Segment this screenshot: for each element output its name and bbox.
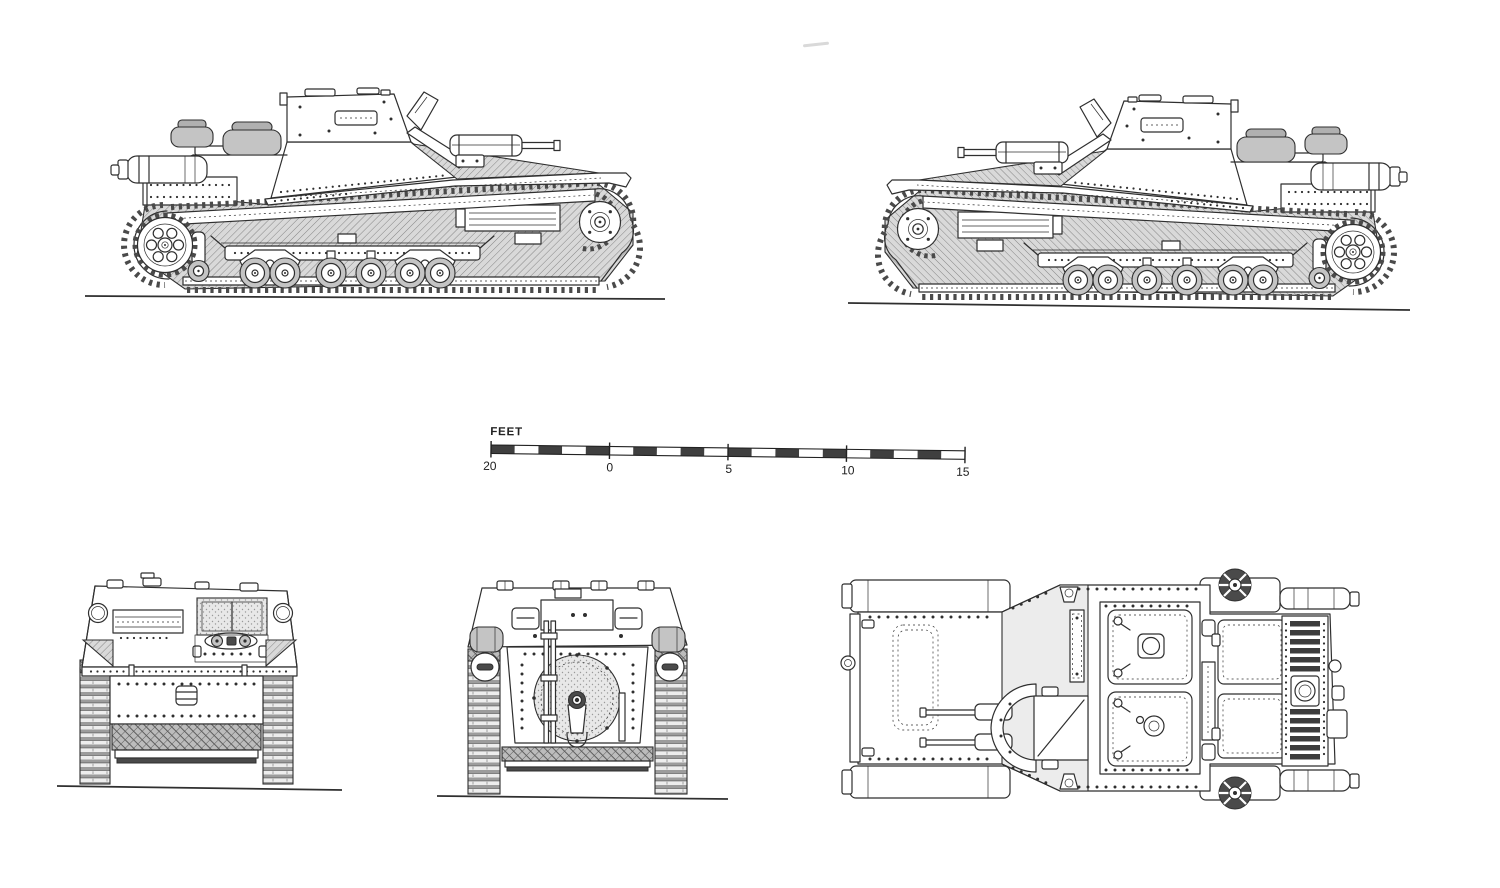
scale-segment — [751, 448, 776, 457]
towing-eye — [840, 655, 856, 671]
scale-segment — [799, 448, 823, 458]
scale-segment — [775, 448, 800, 458]
gusset-right — [265, 639, 298, 668]
crew-hatch-top — [1107, 609, 1193, 685]
visor-strip — [1069, 609, 1085, 683]
scale-segment — [562, 445, 586, 455]
sprocket-plan-top — [1218, 568, 1252, 602]
engine-deck-plan — [1211, 619, 1293, 759]
rear-fittings — [1326, 659, 1348, 739]
scale-segment — [727, 447, 752, 457]
tail-light-right — [272, 602, 294, 624]
scale-bar-unit-label: FEET — [490, 426, 523, 439]
scale-segment — [917, 450, 942, 460]
gun-barrel — [924, 709, 978, 716]
towing-bracket — [175, 685, 198, 706]
radiator-grille — [192, 597, 269, 663]
scale-tick-label: 5 — [725, 461, 733, 476]
mid-strip — [1201, 619, 1216, 761]
scale-segment — [585, 446, 610, 455]
gun-mount-box — [1033, 686, 1089, 770]
scale-segment — [656, 447, 681, 456]
deck-hatch — [1217, 693, 1287, 759]
belly-shading — [501, 746, 654, 762]
hatch-latch — [1135, 715, 1165, 737]
gusset-left — [81, 639, 114, 668]
louver-door — [112, 609, 184, 640]
scale-tick-label: 20 — [483, 458, 497, 474]
fuel-filler-cap — [1290, 675, 1320, 707]
scale-segment — [870, 449, 894, 459]
roof-panel — [1099, 601, 1201, 775]
scale-tick-label: 15 — [956, 464, 970, 479]
scale-bar-graphic — [490, 441, 966, 464]
ground-line — [56, 785, 343, 791]
muffler-bottom — [1279, 769, 1360, 792]
scan-smudge — [802, 41, 830, 48]
scale-segment — [514, 445, 539, 455]
gun-shield — [990, 683, 1037, 773]
sprocket-plan-bottom — [1218, 776, 1252, 810]
side-view-right — [847, 92, 1411, 311]
headlamp-plan-top — [1059, 586, 1079, 603]
twin-machine-guns — [919, 683, 1089, 773]
crew-hatch-bottom — [1107, 691, 1193, 767]
scale-segment — [538, 445, 563, 455]
muffler-top — [1279, 587, 1360, 610]
scale-tick-label: 10 — [841, 463, 855, 478]
mount-tubes — [540, 620, 626, 744]
starter-plate — [204, 632, 258, 650]
scale-segment — [490, 445, 515, 454]
scale-bar: FEET 0 5 10 15 20 — [483, 426, 970, 484]
front-hatch-outline — [892, 624, 939, 731]
headlamp-right — [651, 626, 686, 682]
scale-tick-label: 0 — [606, 460, 614, 475]
front-fender-top — [841, 579, 1011, 613]
scale-segment — [822, 449, 847, 458]
headlamp-left — [469, 626, 504, 682]
front-fender-bottom — [841, 765, 1011, 799]
scale-segment — [680, 447, 705, 457]
ground-line — [84, 295, 666, 300]
deck-hatch — [1217, 619, 1287, 685]
gun-barrel — [924, 739, 978, 746]
scale-segment — [609, 446, 634, 456]
scale-segment — [704, 447, 729, 457]
lower-hull-plate — [109, 675, 264, 725]
rear-view — [56, 572, 343, 791]
tail-light-left — [87, 602, 109, 624]
scale-segment — [941, 450, 966, 460]
top-view — [840, 568, 1360, 810]
ground-line — [847, 302, 1411, 311]
headlamp-plan-bottom — [1059, 773, 1079, 790]
side-view-left — [84, 85, 666, 300]
belly-shading — [111, 723, 262, 751]
scale-segment — [846, 449, 871, 459]
hatch-latch — [1137, 633, 1165, 659]
scale-segment — [893, 449, 918, 459]
radiator-louvres — [1281, 615, 1329, 767]
scale-segment — [633, 446, 657, 456]
ground-line — [436, 795, 729, 800]
gun-ball-mount — [532, 620, 626, 748]
front-view — [436, 580, 729, 800]
